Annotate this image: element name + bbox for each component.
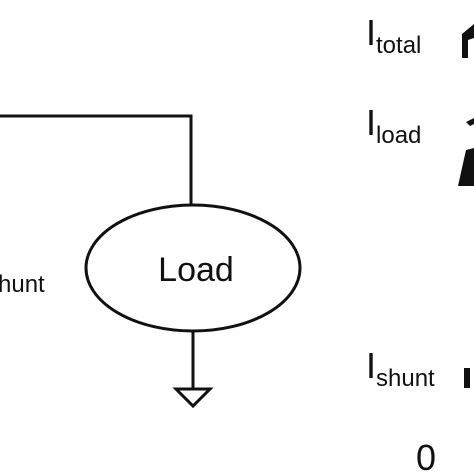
shunt-label-fragment: hunt — [0, 271, 45, 298]
current-shunt-label: Ishunt — [366, 345, 435, 392]
current-load-symbol: I — [366, 102, 376, 143]
current-total-symbol: I — [366, 12, 376, 53]
zero-label: 0 — [416, 437, 436, 474]
total-waveform-fragment — [462, 24, 474, 58]
current-shunt-symbol: I — [366, 345, 376, 386]
load-label: Load — [158, 251, 234, 289]
current-shunt-subscript: shunt — [376, 365, 435, 392]
current-total-label: Itotal — [366, 12, 421, 59]
current-load-label: Iload — [366, 102, 421, 149]
load-waveform-fragment-lower — [458, 148, 474, 186]
waveform-fragments — [458, 24, 474, 388]
current-total-subscript: total — [376, 32, 421, 59]
ground-icon — [172, 331, 214, 409]
shunt-waveform-fragment — [464, 368, 470, 388]
supply-wire — [0, 114, 193, 205]
current-load-subscript: load — [376, 122, 421, 149]
load-waveform-fragment — [466, 118, 474, 126]
